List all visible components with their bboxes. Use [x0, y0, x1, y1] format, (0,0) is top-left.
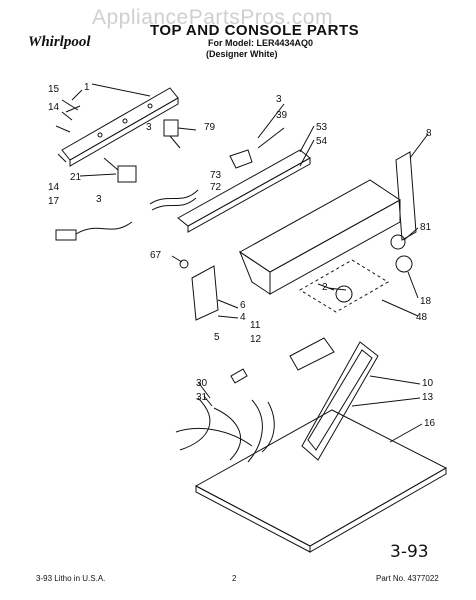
- console-panel: [239, 179, 401, 273]
- callout-label: 4: [240, 312, 246, 323]
- knob-81: [390, 234, 406, 250]
- callout-label: 6: [240, 300, 246, 311]
- page-title: TOP AND CONSOLE PARTS: [150, 22, 360, 39]
- callout-label: 10: [422, 378, 434, 389]
- callout-label: 16: [424, 418, 436, 429]
- part-5: [230, 368, 248, 384]
- model-number: For Model: LER4434AQ0: [208, 38, 314, 48]
- timer-switch: [117, 165, 137, 183]
- lint-cover: [289, 337, 335, 371]
- callout-label: 15: [48, 84, 60, 95]
- callout-label: 53: [316, 122, 328, 133]
- console-rail: [177, 149, 311, 227]
- callout-label: 11: [250, 320, 261, 331]
- switch-79: [163, 119, 179, 137]
- callout-label: 30: [196, 378, 208, 389]
- callout-label: 67: [150, 250, 162, 261]
- callout-label: 8: [426, 128, 432, 139]
- callout-label: 73: [210, 170, 222, 181]
- part-callouts: 1 2 3 3 3 4 5 6 8 10 11 12 13 14 14 15 1…: [48, 82, 436, 429]
- callout-label: 14: [48, 102, 60, 113]
- footer-page-number: 2: [232, 574, 237, 583]
- callout-label: 3: [276, 94, 282, 105]
- callout-label: 79: [204, 122, 216, 133]
- callout-label: 2: [322, 282, 328, 293]
- callout-label: 1: [84, 82, 90, 93]
- callout-label: 54: [316, 136, 328, 147]
- knob-18: [395, 255, 413, 273]
- top-panel: [194, 409, 448, 547]
- callout-label: 81: [420, 222, 432, 233]
- footer-litho: 3-93 Litho in U.S.A.: [36, 574, 106, 583]
- brand-logo: Whirlpool: [28, 34, 91, 50]
- callout-label: 48: [416, 312, 428, 323]
- callout-label: 21: [70, 172, 82, 183]
- knob-2: [335, 285, 353, 303]
- end-cap: [395, 151, 417, 241]
- callout-label: 39: [276, 110, 288, 121]
- callout-label: 3: [146, 122, 152, 133]
- callout-label: 3: [96, 194, 102, 205]
- control-bracket: [61, 87, 179, 161]
- callout-label: 12: [250, 334, 262, 345]
- callout-label: 13: [422, 392, 434, 403]
- handwritten-date: 3-93: [390, 542, 429, 562]
- terminal-block: [55, 229, 77, 241]
- callout-label: 72: [210, 182, 222, 193]
- model-variant: (Designer White): [206, 49, 278, 59]
- callout-label: 31: [196, 392, 208, 403]
- callout-label: 14: [48, 182, 60, 193]
- bracket-67: [191, 265, 219, 321]
- lint-screen: [301, 341, 379, 461]
- callout-label: 17: [48, 196, 60, 207]
- callout-label: 18: [420, 296, 432, 307]
- callout-label: 5: [214, 332, 220, 343]
- footer-part-number: Part No. 4377022: [376, 574, 439, 583]
- watermark: AppliancePartsPros.com: [92, 6, 333, 29]
